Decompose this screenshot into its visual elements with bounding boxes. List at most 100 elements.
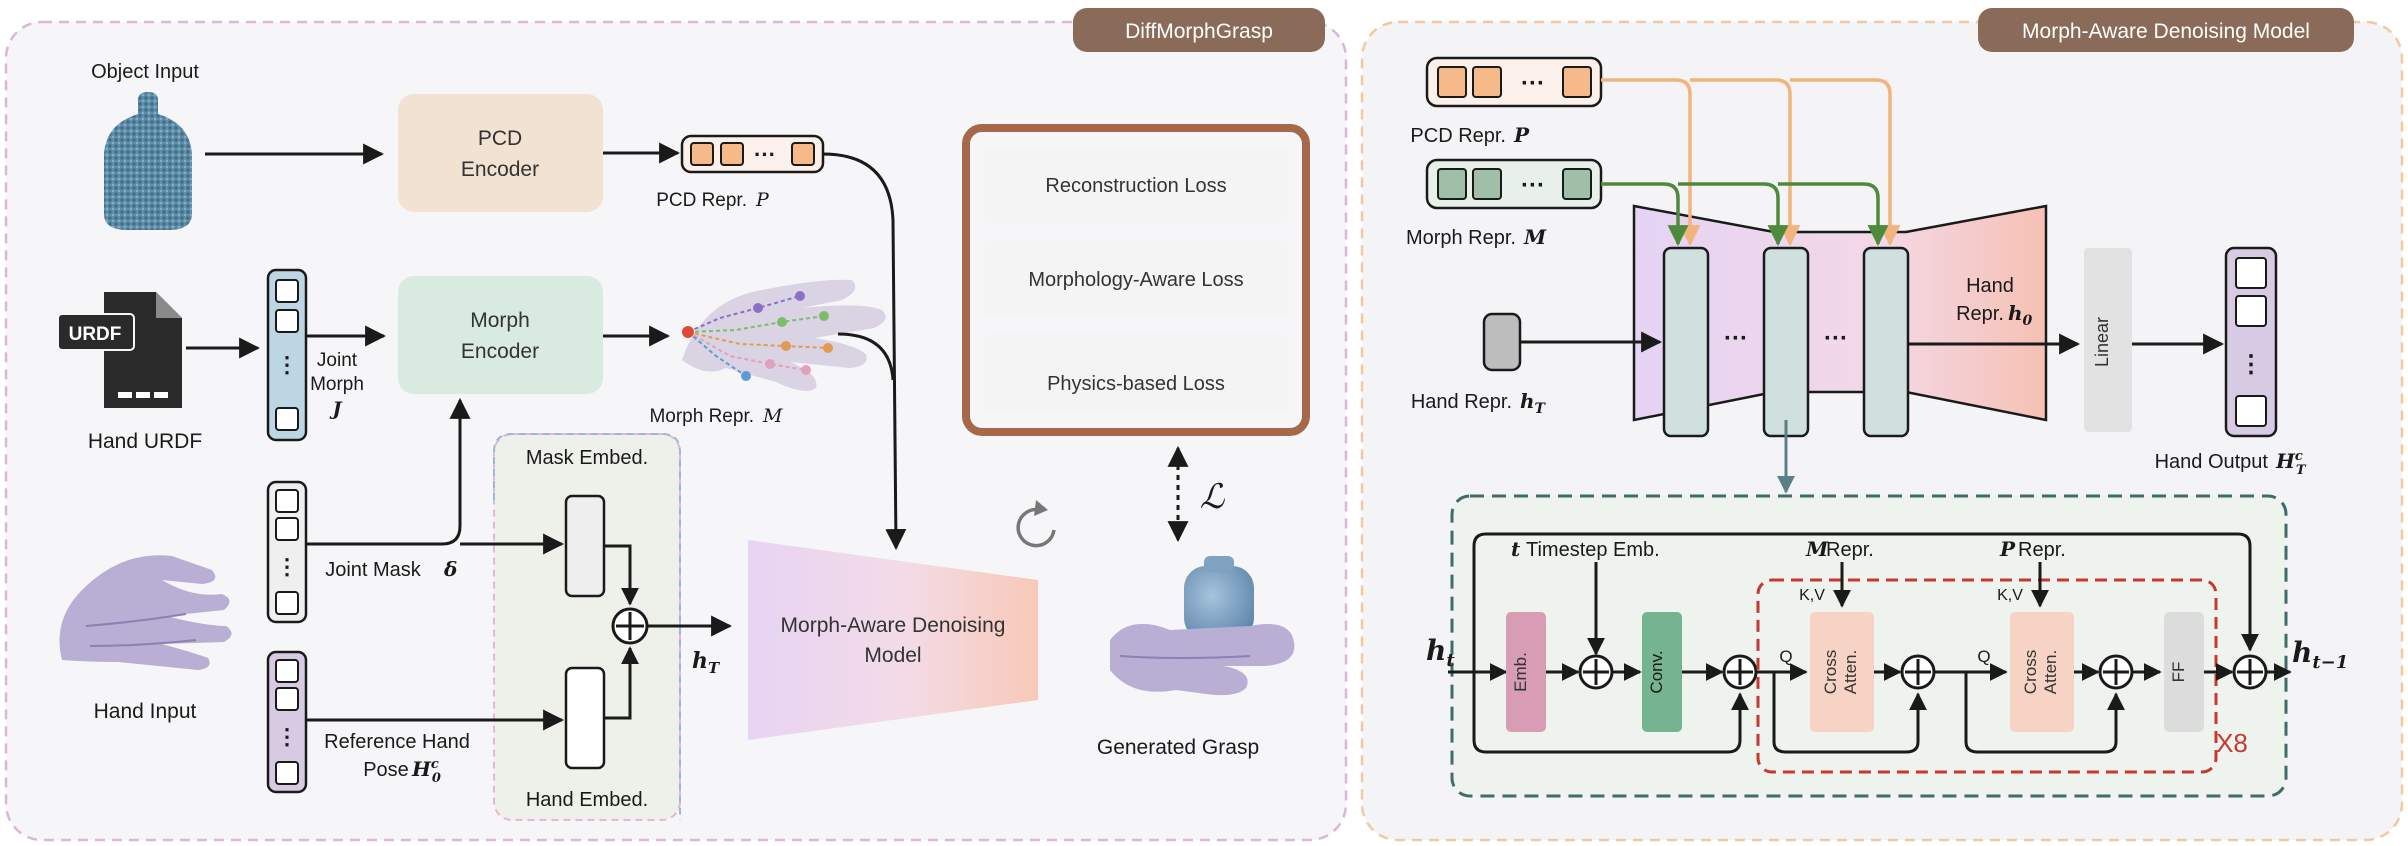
mask-embed-box [564, 494, 606, 598]
reference-pose-label-line2: Pose [363, 759, 409, 781]
kv-label-1: K,V [1799, 587, 1825, 604]
cross-atten-1-label-line2: Atten. [1841, 650, 1860, 694]
object-input-label: Object Input [91, 61, 199, 83]
detail-h-in-symbol: ht [1426, 634, 1455, 671]
plus-junction-cross-1 [1900, 654, 1936, 690]
p-repr-label: Repr. [2018, 539, 2066, 561]
linear-layer [2084, 248, 2132, 432]
left-panel-title: DiffMorphGrasp [1125, 20, 1273, 43]
right-pcd-repr-label: PCD Repr. [1410, 125, 1506, 147]
morph-repr-label: Morph Repr. [649, 406, 754, 427]
hand-repr-t-symbol: hT [1520, 389, 1547, 417]
morphology-aware-loss-label: Morphology-Aware Loss [1028, 269, 1243, 291]
generated-grasp-label: Generated Grasp [1097, 736, 1259, 759]
left-panel: DiffMorphGrasp Object Input PCD Encoder … [4, 8, 1348, 842]
cross-atten-2-label-line1: Cross [2021, 650, 2040, 694]
repeat-label: X8 [2216, 728, 2248, 758]
timestep-label: Timestep Emb. [1526, 539, 1660, 561]
residual-cross-2 [1964, 672, 2125, 754]
hand-embed-label: Hand Embed. [526, 789, 648, 811]
svg-text:···: ··· [1521, 172, 1545, 199]
right-morph-repr-label: Morph Repr. [1406, 227, 1516, 249]
cross-atten-2-block [2010, 612, 2074, 732]
kv-label-2: K,V [1997, 587, 2023, 604]
plus-junction [611, 607, 649, 645]
refresh-cycle-icon [1016, 500, 1056, 548]
morph-encoder-label-line2: Encoder [461, 340, 539, 363]
hand-repr-0-symbol: h0 [2008, 301, 2033, 329]
joint-mask-label: Joint Mask [325, 559, 422, 581]
unet-ellipsis-1: ··· [1724, 325, 1748, 352]
physics-based-loss-box [983, 334, 1289, 412]
right-panel-title-badge [1978, 8, 2354, 52]
svg-text:⋮: ⋮ [276, 352, 298, 377]
generated-grasp-image [1110, 556, 1295, 696]
detail-inner-residual [1472, 672, 1749, 754]
morph-conditioning-lines [1601, 182, 1889, 247]
right-panel: Morph-Aware Denoising Model ··· PCD Repr… [1360, 8, 2404, 842]
hand-urdf-label: Hand URDF [88, 430, 202, 453]
pcd-repr-tokens: ··· [680, 134, 825, 174]
loss-symbol: ℒ [1200, 477, 1226, 517]
plus-junction-cross-2 [2098, 654, 2134, 690]
reference-pose-label-line1: Reference Hand [324, 731, 470, 753]
pcd-encoder-label-line1: PCD [478, 127, 522, 150]
svg-text:⋮: ⋮ [2239, 351, 2263, 378]
urdf-tag-text: URDF [69, 324, 122, 345]
joint-morph-vector: ⋮ [266, 268, 308, 442]
arrow-hand-embed-to-plus [604, 646, 639, 720]
ff-label: FF [2169, 662, 2188, 683]
right-panel-title: Morph-Aware Denoising Model [2022, 20, 2310, 43]
morph-repr-symbol: M [762, 405, 783, 427]
q-label-1: Q [1779, 647, 1792, 666]
arrow-mask-embed-to-plus [604, 544, 639, 606]
emb-label: Emb. [1511, 652, 1530, 692]
unet-block-2 [1762, 246, 1810, 438]
physics-based-loss-label: Physics-based Loss [1047, 373, 1225, 395]
object-pointcloud-image [104, 92, 192, 230]
unet-block-1 [1662, 246, 1710, 438]
right-pcd-repr-symbol: P [1513, 123, 1530, 147]
linear-label: Linear [2092, 317, 2112, 367]
urdf-file-icon [57, 292, 182, 408]
right-pcd-repr-tokens: ··· [1425, 56, 1603, 108]
pcd-encoder-box [398, 94, 603, 212]
mask-embed-label: Mask Embed. [526, 447, 648, 469]
morph-encoder-box [398, 276, 603, 394]
reference-pose-vector: ⋮ [266, 650, 308, 794]
pcd-encoder-label-line2: Encoder [461, 158, 539, 181]
pcd-repr-label: PCD Repr. [656, 190, 747, 211]
hand-repr-t-label: Hand Repr. [1411, 391, 1512, 413]
joint-morph-label-line1: Joint [317, 350, 358, 371]
detail-h-out-symbol: ht−1 [2292, 636, 2348, 673]
hand-output-label: Hand Output [2155, 451, 2269, 473]
arrow-joint-mask-to-morph-encoder [306, 397, 471, 546]
q-label-2: Q [1977, 647, 1990, 666]
left-panel-title-badge [1073, 8, 1325, 52]
plus-junction-out [2232, 654, 2268, 690]
timestep-symbol: t [1511, 537, 1521, 561]
h-t-symbol: hT [692, 648, 721, 677]
residual-cross-1 [1772, 672, 1927, 754]
unet-block-3 [1862, 246, 1910, 438]
unet-body [1634, 206, 2046, 420]
conv-block [1642, 612, 1682, 732]
reconstruction-loss-label: Reconstruction Loss [1045, 175, 1226, 197]
m-repr-symbol: M [1805, 537, 1829, 561]
ff-block [2164, 612, 2204, 732]
pcd-repr-symbol: P [755, 189, 770, 211]
right-morph-repr-symbol: M [1523, 225, 1547, 249]
arrow-pcd-repr-to-denoiser [822, 152, 907, 551]
reconstruction-loss-box [983, 146, 1289, 224]
unet-ellipsis-2: ··· [1824, 325, 1848, 352]
conv-label: Conv. [1647, 650, 1666, 693]
plus-junction-conv [1722, 654, 1758, 690]
morphology-aware-loss-box [983, 240, 1289, 318]
p-repr-symbol: P [1999, 537, 2016, 561]
emb-block [1506, 612, 1546, 732]
joint-mask-symbol: δ [443, 557, 457, 581]
svg-text:···: ··· [754, 142, 776, 167]
